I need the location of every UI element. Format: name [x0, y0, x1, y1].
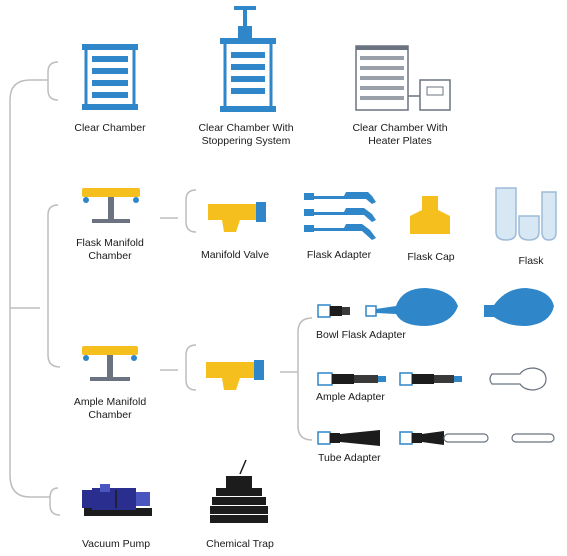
flask-manifold-icon — [82, 188, 140, 223]
flask-manifold-label: Flask Manifold Chamber — [76, 237, 144, 262]
flask-label: Flask — [518, 255, 544, 267]
flask-cap-label: Flask Cap — [407, 251, 455, 263]
clear-chamber-label: Clear Chamber — [74, 122, 146, 134]
stoppering-chamber-label: Clear Chamber With Stoppering System — [198, 122, 294, 147]
ample-adapter-label: Ample Adapter — [316, 391, 385, 403]
vacuum-pump-icon — [82, 484, 152, 516]
heater-chamber-icon — [355, 45, 451, 111]
ample-manifold-label: Ample Manifold Chamber — [73, 396, 147, 421]
flask-adapter-label: Flask Adapter — [306, 249, 372, 261]
chemical-trap-icon — [210, 459, 268, 523]
tube-adapter-icon — [317, 430, 555, 446]
tube-adapter-label: Tube Adapter — [318, 452, 381, 464]
flask-cap-icon — [410, 196, 450, 234]
manifold-valve-icon — [208, 202, 266, 232]
connector-lines — [9, 61, 313, 516]
stoppering-chamber-icon — [220, 6, 276, 112]
manifold-valve-label: Manifold Valve — [200, 249, 270, 261]
flask-adapter-icon — [304, 192, 376, 240]
clear-chamber-icon — [82, 44, 138, 110]
vacuum-pump-label: Vacuum Pump — [81, 538, 151, 550]
flask-icon — [495, 187, 557, 241]
bowl-flask-adapter-label: Bowl Flask Adapter — [316, 329, 406, 341]
bowl-flask-icon — [317, 288, 554, 326]
ample-manifold-icon — [82, 346, 138, 381]
heater-chamber-label: Clear Chamber With Heater Plates — [352, 122, 448, 147]
ample-manifold-valve-icon — [206, 360, 264, 390]
chemical-trap-label: Chemical Trap — [206, 538, 274, 550]
ample-adapter-icon — [317, 367, 547, 391]
